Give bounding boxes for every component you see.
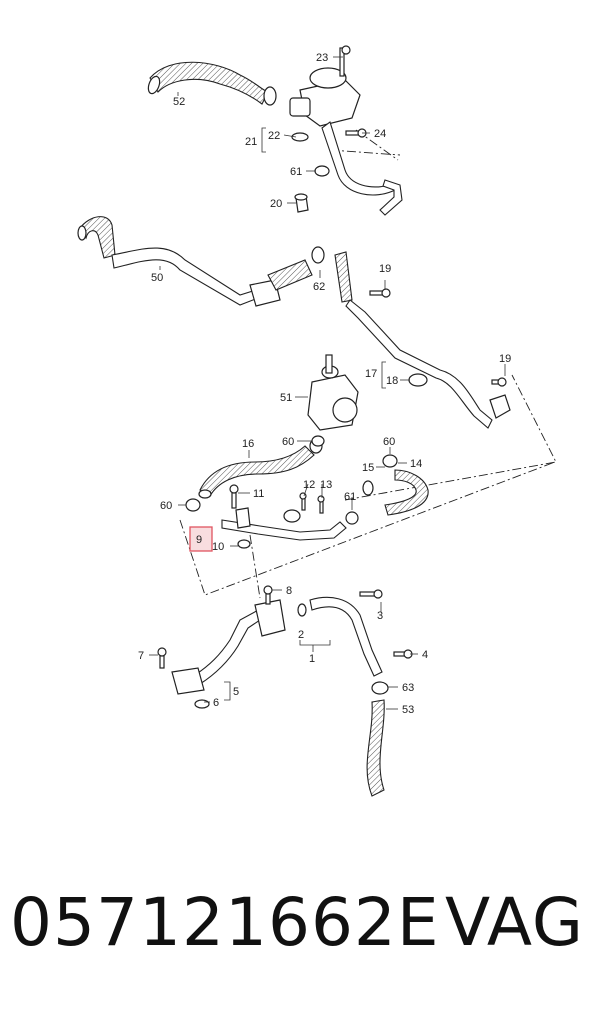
callout-60-left: 60 xyxy=(160,500,172,512)
callout-62: 62 xyxy=(313,281,325,293)
callout-13: 13 xyxy=(320,479,332,491)
bracket-8 xyxy=(254,585,286,637)
pipe-5 xyxy=(157,607,267,709)
pipe-1 xyxy=(297,589,413,677)
leader-lines xyxy=(149,56,506,710)
callout-63: 63 xyxy=(402,682,414,694)
valve-51 xyxy=(307,354,359,431)
callout-labels: 23 52 22 21 24 61 20 50 62 19 19 17 18 5… xyxy=(138,52,511,716)
callout-2: 2 xyxy=(298,629,304,641)
housing-top xyxy=(289,45,403,216)
bolts-19 xyxy=(369,288,507,387)
clip-61-top xyxy=(314,165,330,177)
callout-61-mid: 61 xyxy=(344,491,356,503)
callout-3: 3 xyxy=(377,610,383,622)
hose-52 xyxy=(147,61,277,106)
callout-22: 22 xyxy=(268,130,280,142)
callout-7: 7 xyxy=(138,650,144,662)
callout-15: 15 xyxy=(362,462,374,474)
parts-diagram: 23 52 22 21 24 61 20 50 62 19 19 17 18 5… xyxy=(77,45,557,797)
hose-14 xyxy=(362,454,429,516)
callout-24: 24 xyxy=(374,128,386,140)
callout-1: 1 xyxy=(309,653,315,665)
callout-17: 17 xyxy=(365,368,377,380)
callout-4: 4 xyxy=(422,649,428,661)
callout-51: 51 xyxy=(280,392,292,404)
pipe-17 xyxy=(345,299,511,429)
callout-9: 9 xyxy=(196,534,202,546)
callout-12: 12 xyxy=(303,479,315,491)
cap-20 xyxy=(294,193,309,213)
callout-19-right: 19 xyxy=(499,353,511,365)
callout-23: 23 xyxy=(316,52,328,64)
brand-label: VAG xyxy=(444,884,584,961)
part-number: 057121662E xyxy=(10,884,440,961)
callout-60-mid: 60 xyxy=(282,436,294,448)
callout-8: 8 xyxy=(286,585,292,597)
callout-16: 16 xyxy=(242,438,254,450)
callout-10: 10 xyxy=(212,541,224,553)
hose-62 xyxy=(334,251,353,303)
callout-61-top: 61 xyxy=(290,166,302,178)
callout-5: 5 xyxy=(233,686,239,698)
callout-21: 21 xyxy=(245,136,257,148)
highlight-box-9 xyxy=(189,526,213,552)
callout-50: 50 xyxy=(151,272,163,284)
hose-53 xyxy=(366,681,389,797)
callout-18: 18 xyxy=(386,375,398,387)
pipe-50 xyxy=(77,216,325,307)
callout-19-top: 19 xyxy=(379,263,391,275)
callout-52: 52 xyxy=(173,96,185,108)
callout-11: 11 xyxy=(253,488,264,500)
seal-22 xyxy=(291,132,309,142)
callout-6: 6 xyxy=(213,697,219,709)
pipe-9 xyxy=(221,507,359,549)
callout-20: 20 xyxy=(270,198,282,210)
callout-60-right: 60 xyxy=(383,436,395,448)
callout-53: 53 xyxy=(402,704,414,716)
clamps-60 xyxy=(185,435,325,512)
callout-14: 14 xyxy=(410,458,422,470)
